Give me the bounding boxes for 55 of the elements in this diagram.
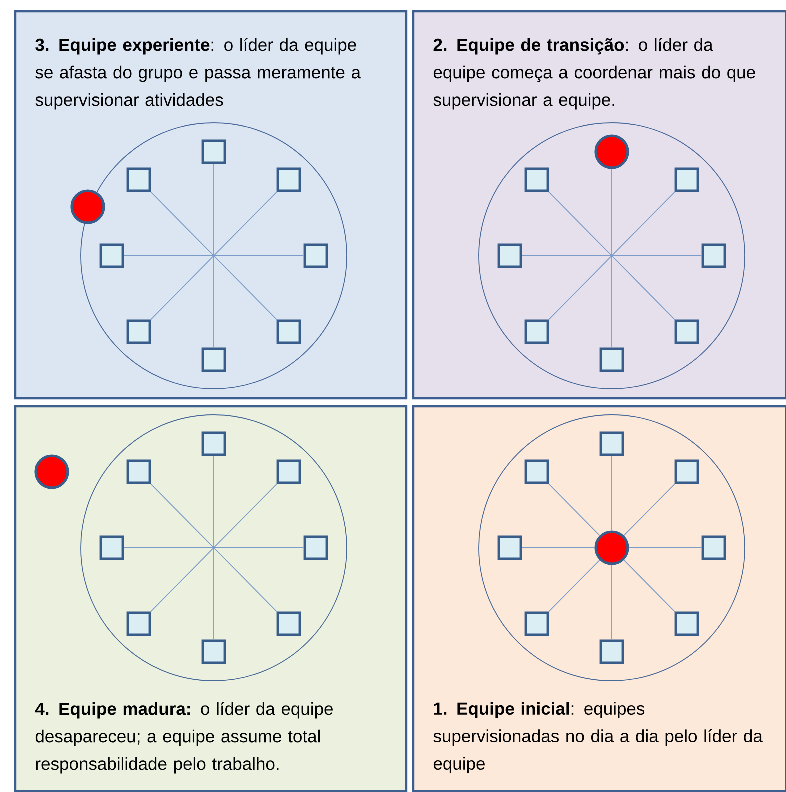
square-marker [202,432,226,456]
square-marker [202,640,226,664]
square-marker [524,460,550,484]
square-marker [304,536,328,560]
spoke-line [548,192,612,256]
square-marker [276,320,302,344]
ring-outline [80,414,348,682]
spoke-line [624,484,676,536]
spoke-line [548,256,612,320]
square-marker [674,320,700,344]
square-marker [498,536,522,560]
square-marker [126,320,152,344]
spoke-line [612,192,676,256]
square-marker [100,536,124,560]
square-marker [600,640,624,664]
square-marker [674,460,700,484]
ring-outline [478,122,746,390]
square-marker [674,168,700,192]
spoke-line [214,548,278,612]
spoke-line [548,484,600,536]
square-marker [600,432,624,456]
panel: 2. Equipe de transição: o líder da equipe começa a coordenar mais do que supervisionar a equipe. [412,10,786,400]
square-marker [674,612,700,636]
spoke-line [624,560,676,612]
square-marker [100,244,124,268]
spoke-line [214,192,278,256]
spoke-line [548,560,600,612]
square-marker [498,244,522,268]
square-marker [702,244,726,268]
square-marker [524,612,550,636]
square-marker [600,348,624,372]
panel: 1. Equipe inicial: equipes supervisionadas no dia a dia pelo líder da equipe [412,405,786,792]
spoke-line [150,192,214,256]
square-marker [276,460,302,484]
square-marker [126,168,152,192]
square-marker [524,168,550,192]
square-marker [304,244,328,268]
square-marker [276,168,302,192]
square-marker [202,140,226,164]
square-marker [126,612,152,636]
panel: 4. Equipe madura: o líder da equipe desapareceu; a equipe assume total responsabilidade pelo trabalho. [14,405,408,792]
square-marker [524,320,550,344]
spoke-line [150,548,214,612]
ring-outline [478,414,746,682]
spoke-line [150,484,214,548]
spoke-line [612,256,676,320]
panel: 3. Equipe experiente: o líder da equipe se afasta do grupo e passa meramente a supervisionar atividades [14,10,408,400]
square-marker [126,460,152,484]
square-marker [702,536,726,560]
square-marker [202,348,226,372]
spoke-line [214,484,278,548]
spoke-line [214,256,278,320]
spoke-line [150,256,214,320]
square-marker [276,612,302,636]
ring-outline [80,122,348,390]
